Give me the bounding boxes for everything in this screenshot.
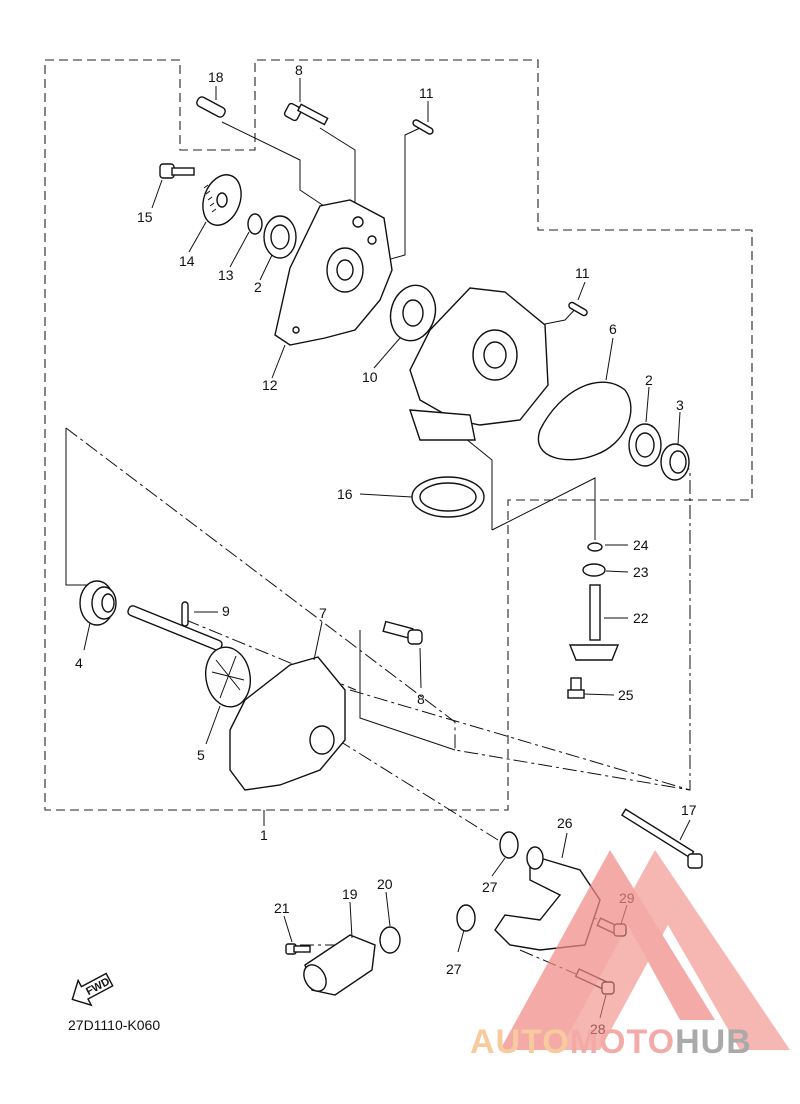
callout-9: 9 xyxy=(222,603,230,619)
callout-8-lower: 8 xyxy=(417,691,425,707)
hose-joint-19 xyxy=(303,934,376,996)
fwd-arrow-icon: FWD xyxy=(71,972,114,1007)
callout-14: 14 xyxy=(179,253,195,269)
callout-2-left: 2 xyxy=(254,279,262,295)
rotor-10 xyxy=(389,284,437,342)
gasket-6 xyxy=(537,381,632,461)
callout-12: 12 xyxy=(262,377,278,393)
pin-9 xyxy=(181,601,189,627)
bolt-8-top xyxy=(283,102,329,126)
callout-22: 22 xyxy=(633,610,649,626)
callout-27-b: 27 xyxy=(446,961,462,977)
callout-5: 5 xyxy=(197,747,205,763)
diagram-code: 27D1110-K060 xyxy=(68,1017,160,1033)
pump-cover-middle xyxy=(409,287,549,441)
callout-16: 16 xyxy=(337,486,353,502)
callout-21: 21 xyxy=(274,900,290,916)
watermark-logo: AUTOMOTOHUB xyxy=(470,850,790,1061)
callout-24: 24 xyxy=(633,537,649,553)
watermark-moto: MOTO xyxy=(570,1023,675,1061)
callout-1: 1 xyxy=(260,827,268,843)
fwd-label: FWD xyxy=(84,976,112,998)
callout-6: 6 xyxy=(609,321,617,337)
washer-24 xyxy=(587,542,603,552)
assembly-boundary xyxy=(44,59,753,811)
housing-cover-7 xyxy=(229,656,346,791)
o-ring-27-b xyxy=(456,904,476,932)
callout-27-a: 27 xyxy=(482,879,498,895)
gear-14 xyxy=(202,174,242,226)
bearing-2-right xyxy=(628,423,662,467)
o-ring-27-a xyxy=(499,831,519,859)
circlip-13 xyxy=(247,213,263,235)
callout-11-right: 11 xyxy=(575,265,590,281)
watermark-hub: HUB xyxy=(675,1023,752,1061)
callout-18: 18 xyxy=(208,69,224,85)
long-bolt-17 xyxy=(620,808,703,869)
callout-26: 26 xyxy=(557,815,573,831)
impeller-shaft-5 xyxy=(127,605,251,708)
callout-23: 23 xyxy=(633,564,649,580)
callout-7: 7 xyxy=(319,605,327,621)
pump-housing-12 xyxy=(274,199,393,346)
bearing-2-left xyxy=(263,215,297,259)
callout-11-top: 11 xyxy=(419,85,434,101)
svg-text:AUTOMOTOHUB: AUTOMOTOHUB xyxy=(470,1023,752,1061)
callout-3: 3 xyxy=(676,397,684,413)
callout-25: 25 xyxy=(618,687,634,703)
o-ring-23 xyxy=(582,563,606,577)
callout-10: 10 xyxy=(362,369,378,385)
shaft-fitting-22 xyxy=(568,584,620,661)
oil-seal-3 xyxy=(660,443,690,481)
bolt-8-lower xyxy=(382,620,423,645)
callout-19: 19 xyxy=(342,886,358,902)
mechanical-seal-4 xyxy=(79,580,117,626)
callout-13: 13 xyxy=(218,267,234,283)
pin-11-top xyxy=(412,119,434,135)
callout-8-top: 8 xyxy=(295,62,303,78)
bolt-25 xyxy=(567,677,585,699)
bolt-21 xyxy=(285,943,311,955)
pin-11-right xyxy=(568,301,588,317)
o-ring-20 xyxy=(379,926,401,954)
callout-20: 20 xyxy=(377,876,393,892)
callout-17: 17 xyxy=(681,802,697,818)
dowel-pin-18 xyxy=(196,96,226,118)
bolt-15 xyxy=(159,163,195,179)
strainer-16 xyxy=(411,476,485,518)
callout-2-right: 2 xyxy=(645,372,653,388)
watermark-auto: AUTO xyxy=(470,1023,570,1061)
callout-15: 15 xyxy=(137,209,153,225)
callout-4: 4 xyxy=(75,655,83,671)
